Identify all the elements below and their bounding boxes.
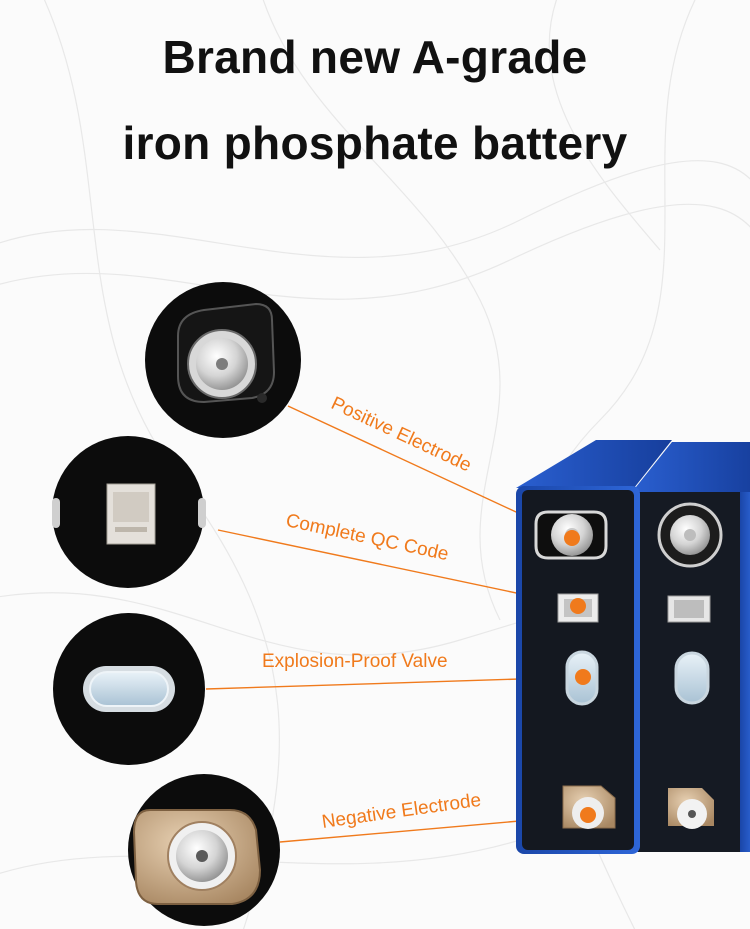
positive-marker bbox=[564, 530, 580, 546]
battery-cell-front bbox=[516, 440, 672, 854]
qc-marker bbox=[570, 598, 586, 614]
negative-marker bbox=[580, 807, 596, 823]
valve-marker bbox=[575, 669, 591, 685]
safety-valve-closeup bbox=[53, 613, 205, 765]
positive-terminal-closeup bbox=[145, 282, 301, 438]
battery-cell-right bbox=[632, 442, 750, 852]
headline-line-1: Brand new A-grade bbox=[162, 31, 588, 83]
qr-label-closeup bbox=[52, 436, 206, 588]
headline-line-2: iron phosphate battery bbox=[122, 117, 628, 169]
negative-terminal-closeup bbox=[128, 774, 280, 926]
explosion-proof-valve-label: Explosion-Proof Valve bbox=[262, 651, 448, 672]
